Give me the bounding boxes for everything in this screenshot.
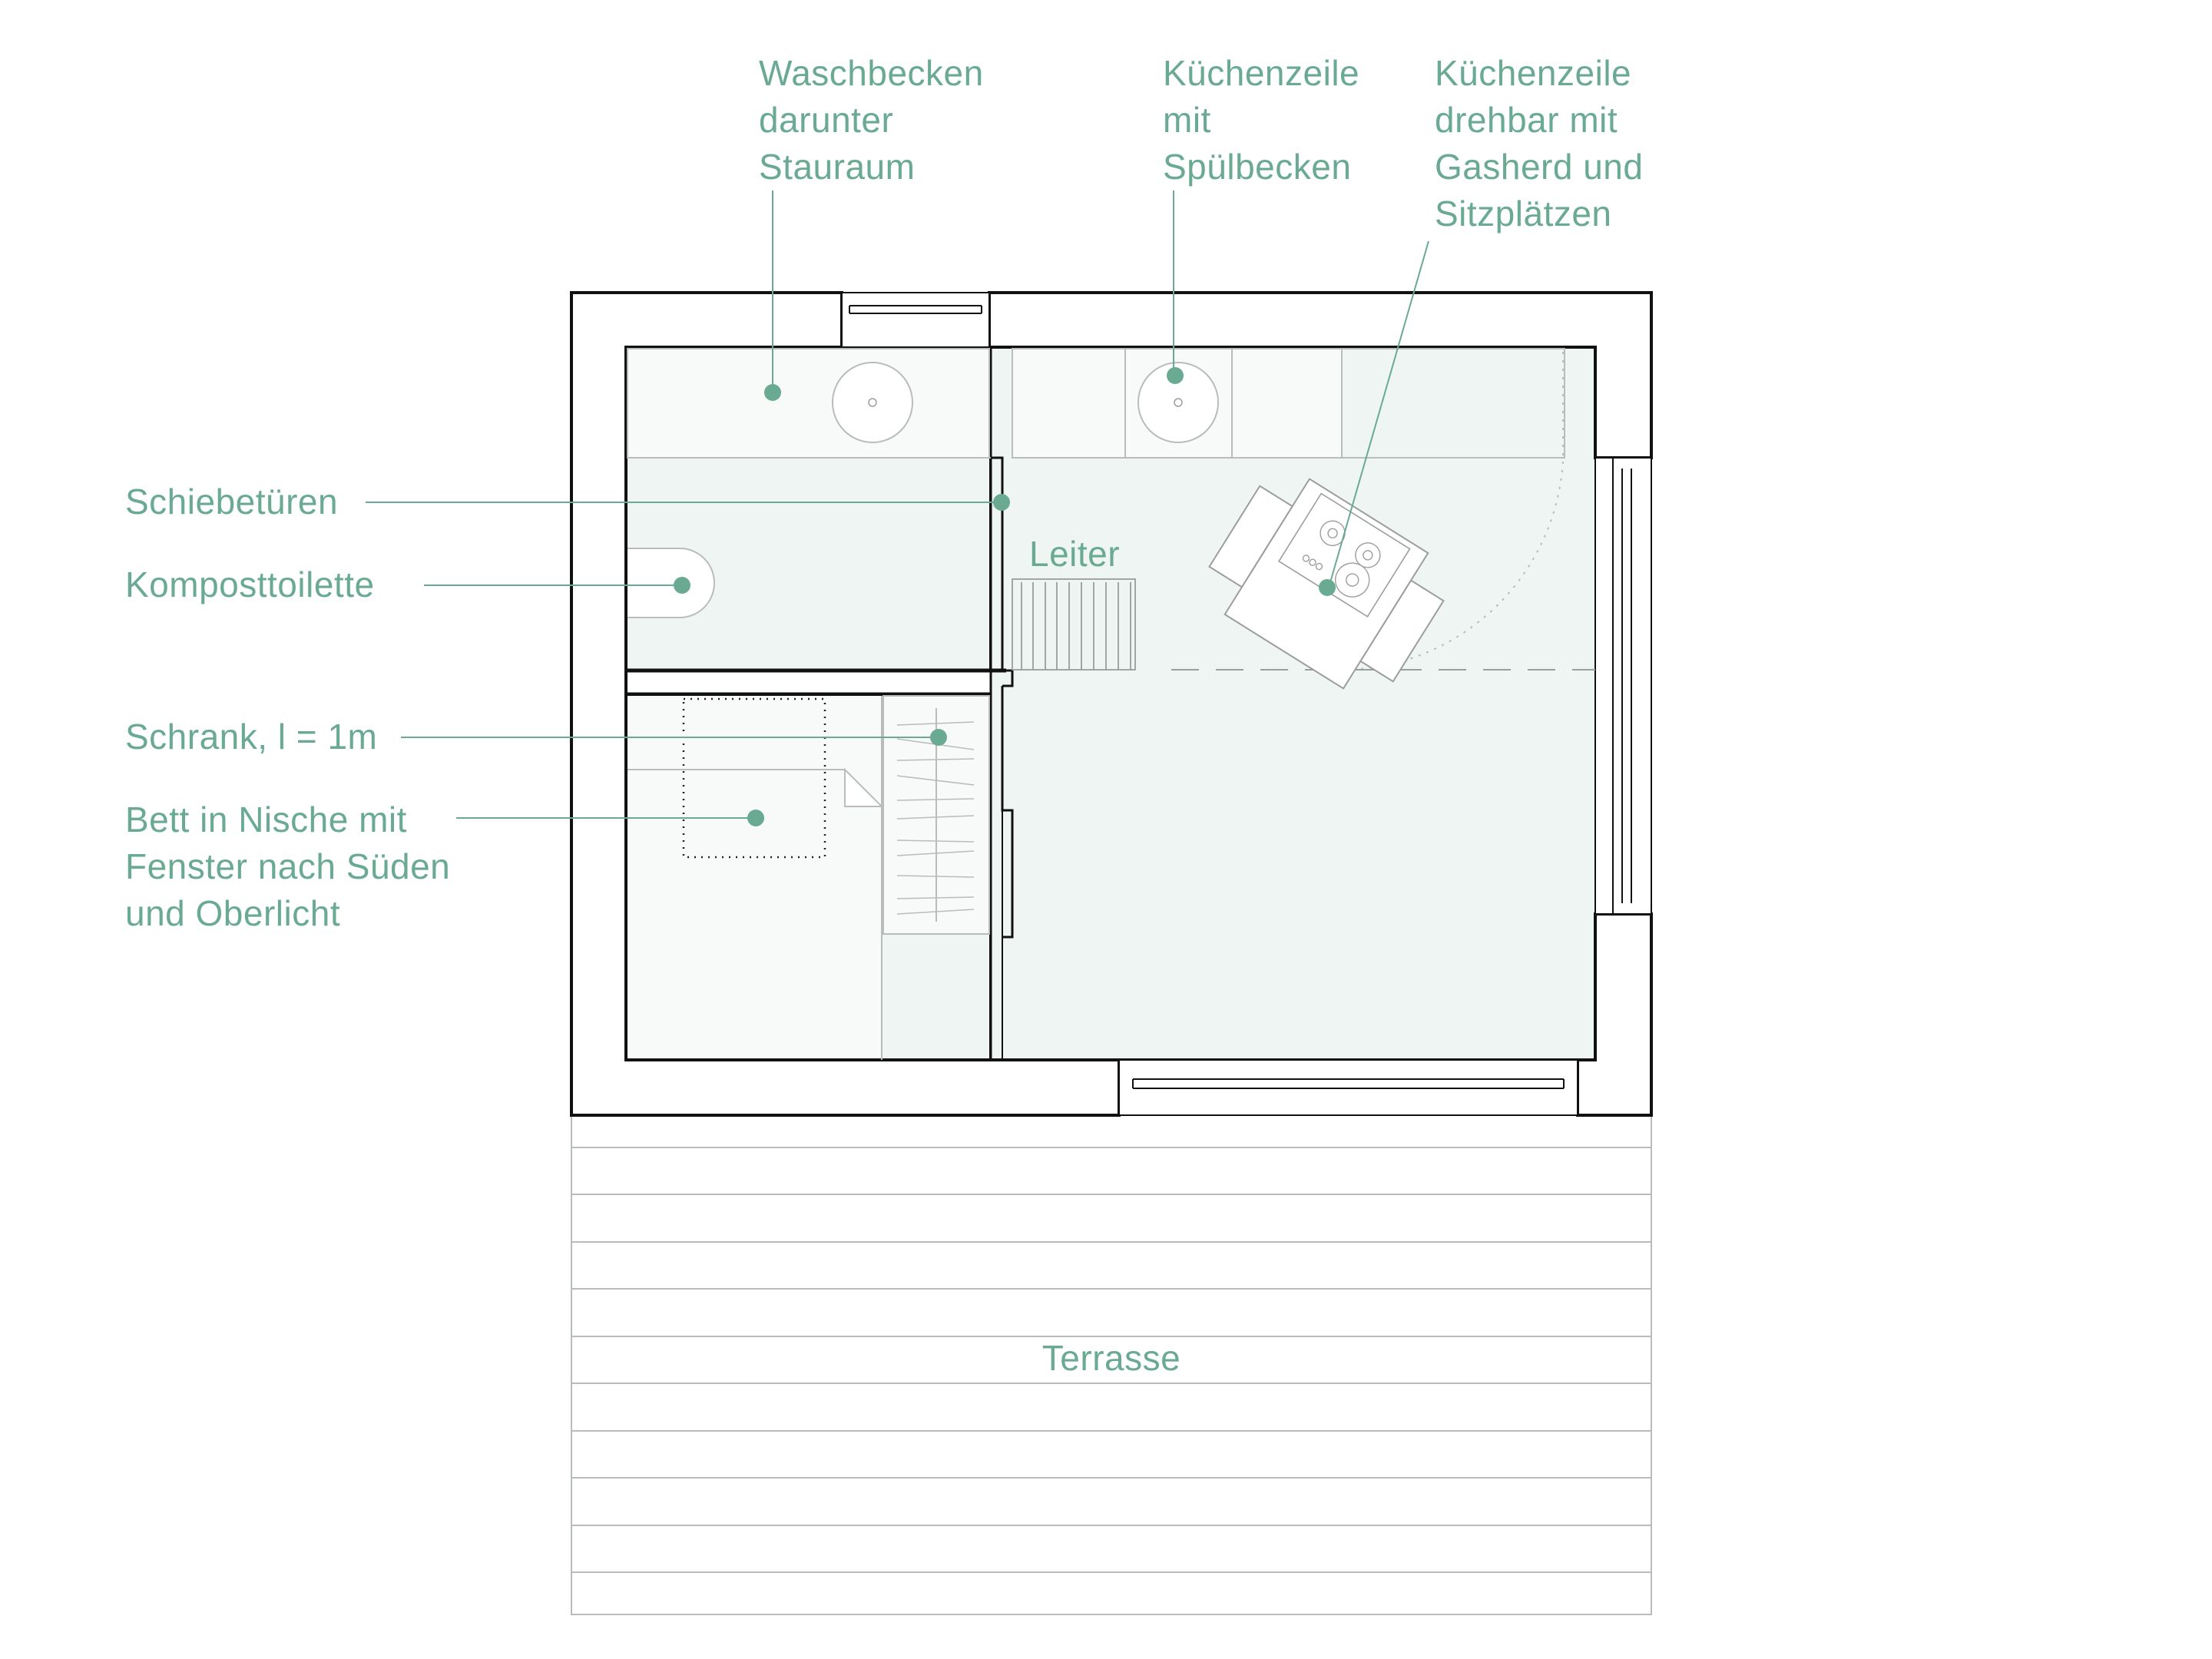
- label-schrank: Schrank, l = 1m: [125, 717, 377, 757]
- dot-schrank: [930, 729, 947, 746]
- dot-waschbecken: [764, 384, 781, 401]
- label-leiter: Leiter: [1029, 534, 1120, 574]
- rotating-kitchen-swing: [1171, 352, 1595, 671]
- main-room-floor: [991, 347, 1595, 1060]
- skylight: [682, 697, 826, 859]
- label-komposttoilette: Komposttoilette: [125, 565, 375, 604]
- leader-lines: [366, 190, 1429, 819]
- interior-walls: [626, 347, 1006, 1060]
- label-bett: Bett in Nische mit Fenster nach Süden un…: [125, 800, 461, 933]
- kitchen-counter-sink: [1012, 348, 1565, 459]
- label-kuechenzeile-drehbar: Küchenzeile drehbar mit Gasherd und Sitz…: [1435, 53, 1654, 233]
- window-south: [1118, 1059, 1578, 1116]
- washbasin-counter: [627, 348, 990, 459]
- bed-niche: [628, 696, 882, 1058]
- dot-drehbare-kueche: [1319, 579, 1336, 596]
- label-schiebetueren: Schiebetüren: [125, 482, 338, 522]
- dot-schiebetueren: [993, 494, 1010, 511]
- kitchen-sink: [1137, 362, 1219, 443]
- sliding-doors: [991, 456, 1014, 939]
- window-east: [1594, 457, 1652, 915]
- washbasin: [832, 362, 913, 443]
- label-kuechenzeile-spuele: Küchenzeile mit Spülbecken: [1163, 53, 1369, 187]
- bedroom-fixtures: [628, 695, 990, 1060]
- label-terrasse: Terrasse: [1042, 1338, 1181, 1378]
- compost-toilet: [628, 548, 715, 618]
- terrace: [571, 1114, 1652, 1615]
- window-north: [841, 292, 990, 348]
- dot-spuelbecken: [1167, 367, 1184, 384]
- label-dots: [674, 367, 1336, 826]
- label-waschbecken: Waschbecken darunter Stauraum: [759, 53, 994, 187]
- dot-komposttoilette: [674, 577, 690, 594]
- ladder: [1012, 578, 1136, 671]
- bathroom-fixtures: [627, 348, 991, 618]
- dot-bett: [747, 810, 764, 826]
